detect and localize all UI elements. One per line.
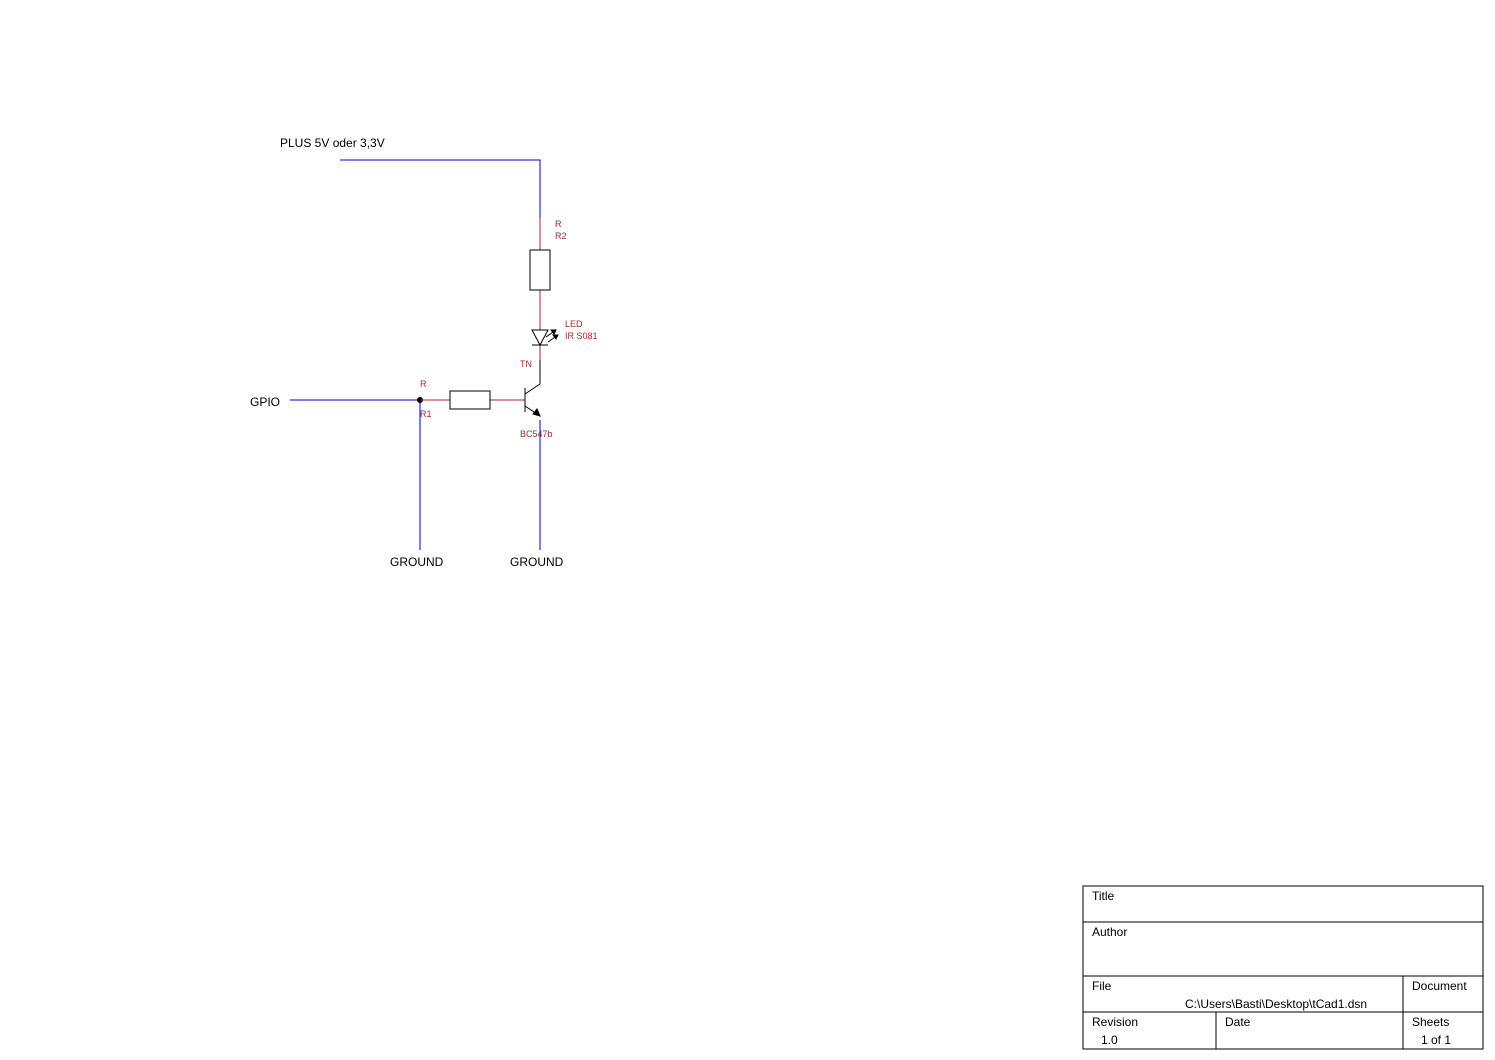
tb-author-label: Author: [1092, 925, 1127, 939]
resistor-r1[interactable]: [449, 390, 491, 410]
r1-ref-label: R1: [420, 409, 432, 419]
transistor-symbol[interactable]: [524, 360, 541, 417]
tb-date-label: Date: [1225, 1015, 1251, 1029]
r2-ref-label: R2: [555, 231, 567, 241]
led-symbol[interactable]: [531, 329, 559, 347]
transistor-value-label: BC547b: [520, 429, 553, 439]
tb-sheets-label: Sheets: [1412, 1015, 1449, 1029]
tb-file-label: File: [1092, 979, 1112, 993]
r1-type-label: R: [420, 379, 427, 389]
wires: [290, 159, 541, 550]
tb-file-value: C:\Users\Basti\Desktop\tCad1.dsn: [1185, 997, 1367, 1011]
net-label-gpio: GPIO: [250, 395, 280, 409]
tb-document-label: Document: [1412, 979, 1467, 993]
wire-supply: [340, 159, 541, 218]
tb-revision-value: 1.0: [1101, 1033, 1118, 1047]
net-label-supply: PLUS 5V oder 3,3V: [280, 136, 385, 150]
net-label-ground-right: GROUND: [510, 555, 564, 569]
component-leads: [420, 218, 541, 401]
tb-revision-label: Revision: [1092, 1015, 1138, 1029]
net-label-ground-left: GROUND: [390, 555, 444, 569]
title-block: [1082, 885, 1484, 1050]
resistor-r2[interactable]: [529, 249, 551, 291]
led-type-label: LED: [565, 319, 583, 329]
r2-type-label: R: [555, 219, 562, 229]
transistor-type-label: TN: [520, 359, 532, 369]
tb-title-label: Title: [1092, 889, 1115, 903]
led-value-label: IR S081: [565, 331, 598, 341]
tb-sheets-value: 1 of 1: [1421, 1033, 1451, 1047]
